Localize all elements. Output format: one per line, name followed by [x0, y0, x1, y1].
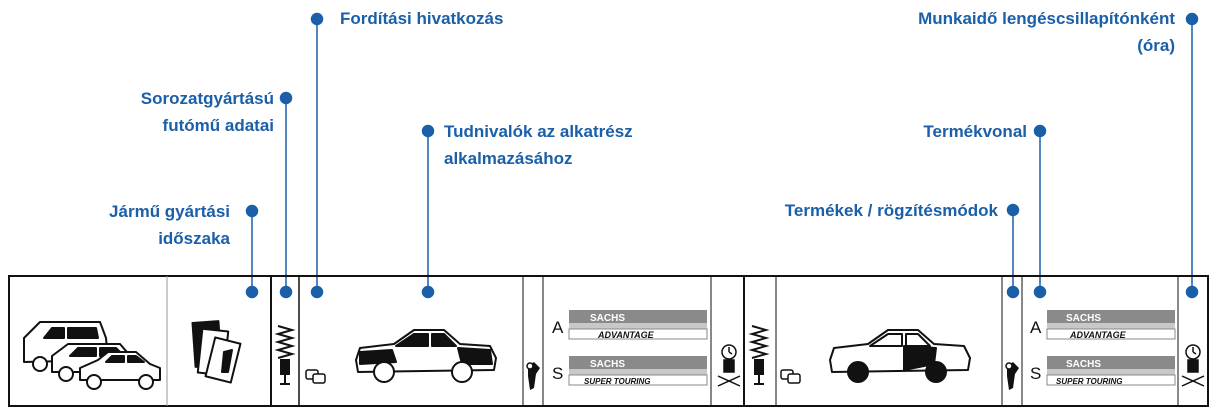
grade-a-label-right: A: [1030, 318, 1042, 337]
dot-product-line-top: [1033, 124, 1047, 138]
advantage-logo-text: ADVANTAGE: [597, 330, 655, 340]
callout-application-notes-line2: alkalmazásához: [444, 149, 573, 168]
car-icon-outline: [829, 329, 971, 383]
super-touring-logo-text-right: SUPER TOURING: [1056, 377, 1123, 386]
product-line-advantage: A SACHS ADVANTAGE: [552, 310, 708, 340]
dot-application-notes-bottom: [421, 285, 435, 299]
callout-application-notes: Tudnivalók az alkatrész alkalmazásához: [444, 118, 633, 172]
leader-lines: [245, 12, 1199, 299]
grade-s-label: S: [552, 364, 563, 383]
spring-icon: [274, 325, 296, 385]
labor-time-icon-right: [1181, 344, 1205, 387]
callout-labor-time-line1: Munkaidő lengéscsillapítónként: [918, 9, 1175, 28]
dot-series-chassis-bottom: [279, 285, 293, 299]
dot-series-chassis-top: [279, 91, 293, 105]
callout-product-line: Termékvonal: [923, 118, 1027, 145]
callout-series-chassis: Sorozatgyártású futómű adatai: [141, 85, 274, 139]
sachs-logo-text-s: SACHS: [590, 359, 625, 370]
dot-cross-reference-top: [310, 12, 324, 26]
callout-production-period-line2: időszaka: [158, 229, 230, 248]
callout-product-line-line1: Termékvonal: [923, 122, 1027, 141]
product-line-super-touring-right: S SACHS SUPER TOURING: [1030, 356, 1176, 386]
super-touring-logo-text: SUPER TOURING: [584, 377, 651, 386]
callout-production-period: Jármű gyártási időszaka: [109, 198, 230, 252]
product-line-super-touring: S SACHS SUPER TOURING: [552, 356, 708, 386]
callout-products-mounting: Termékek / rögzítésmódok: [785, 197, 998, 224]
callout-application-notes-line1: Tudnivalók az alkatrész: [444, 122, 633, 141]
sachs-logo-text-s-right: SACHS: [1066, 359, 1101, 370]
advantage-logo-text-right: ADVANTAGE: [1069, 330, 1127, 340]
wrench-icon-right: [1005, 362, 1019, 390]
dot-production-period-bottom: [245, 285, 259, 299]
dot-labor-time-top: [1185, 12, 1199, 26]
spring-icon-right: [748, 325, 770, 385]
speech-bubbles-icon: [305, 369, 326, 384]
table-frame: [8, 275, 1209, 407]
callout-products-mounting-line1: Termékek / rögzítésmódok: [784, 201, 998, 220]
vehicles-icon: [23, 321, 161, 390]
callout-series-chassis-line2: futómű adatai: [162, 116, 274, 135]
callout-cross-reference-line1: Fordítási hivatkozás: [340, 9, 504, 28]
labor-time-icon: [717, 344, 741, 387]
dot-application-notes-top: [421, 124, 435, 138]
dot-labor-time-bottom: [1185, 285, 1199, 299]
dot-products-mounting-top: [1006, 203, 1020, 217]
grade-a-label: A: [552, 318, 564, 337]
wrench-icon: [526, 362, 540, 390]
callout-production-period-line1: Jármű gyártási: [109, 202, 230, 221]
callout-cross-reference: Fordítási hivatkozás: [340, 5, 503, 32]
sachs-logo-text-a: SACHS: [590, 313, 625, 324]
dot-production-period-top: [245, 204, 259, 218]
dot-cross-reference-bottom: [310, 285, 324, 299]
table-strip: [8, 275, 1209, 407]
speech-bubbles-icon-right: [780, 369, 801, 384]
callout-series-chassis-line1: Sorozatgyártású: [140, 89, 274, 108]
sachs-logo-text-a-right: SACHS: [1066, 313, 1101, 324]
product-line-advantage-right: A SACHS ADVANTAGE: [1030, 310, 1176, 340]
callout-labor-time: Munkaidő lengéscsillapítónként (óra): [918, 5, 1175, 59]
callout-labor-time-line2: (óra): [1137, 36, 1175, 55]
grade-s-label-right: S: [1030, 364, 1041, 383]
car-icon-black: [355, 329, 497, 383]
calendar-icon: [191, 320, 242, 384]
dot-products-mounting-bottom: [1006, 285, 1020, 299]
dot-product-line-bottom: [1033, 285, 1047, 299]
